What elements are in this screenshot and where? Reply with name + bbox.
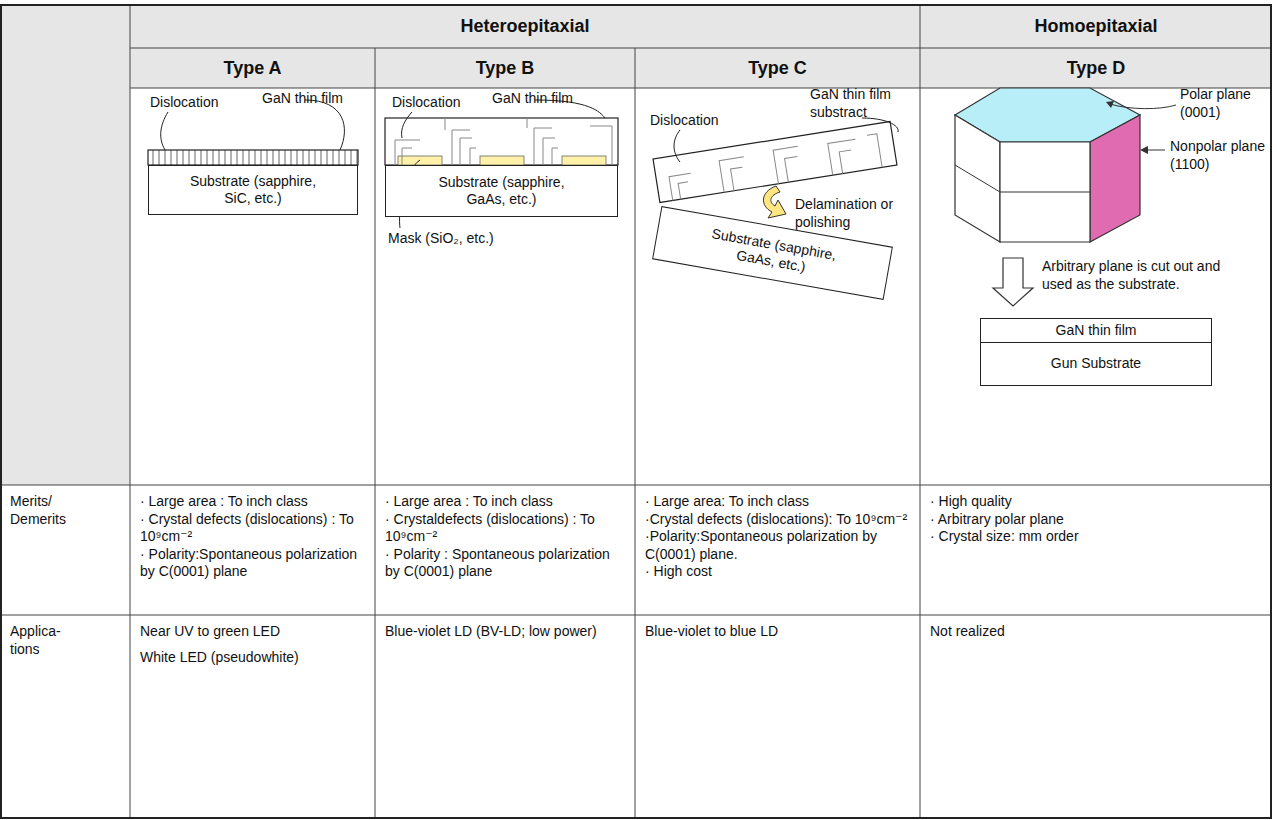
box-label: Substrate (sapphire, GaAs, etc.) bbox=[691, 222, 855, 284]
column-header: Heteroepitaxial bbox=[460, 15, 589, 38]
table-cell: Applica- tions bbox=[0, 615, 130, 818]
table-cell-text: Blue-violet LD (BV-LD; low power) bbox=[385, 623, 627, 641]
table-cell-text: · Crystaldefects (dislocations) : To 10⁹… bbox=[385, 511, 627, 546]
callout-label: Delamination or polishing bbox=[795, 196, 905, 231]
callout-label: GaN thin film substract bbox=[810, 86, 915, 121]
column-header: Type D bbox=[1067, 57, 1126, 80]
table-cell-text: ·Crystal defects (dislocations): To 10⁹c… bbox=[645, 511, 912, 529]
substrate-box: Substrate (sapphire, SiC, etc.) bbox=[148, 165, 358, 215]
table-cell: Type D bbox=[920, 48, 1272, 88]
table-cell-text: · Large area : To inch class bbox=[140, 493, 367, 511]
table-cell: Merits/ Demerits bbox=[0, 485, 130, 615]
box-label: GaN thin film bbox=[1056, 322, 1137, 340]
table-cell-text: · Crystal defects (dislocations) : To 10… bbox=[140, 511, 367, 546]
table-cell-text: · High cost bbox=[645, 563, 912, 581]
box-label: Substrate (sapphire, SiC, etc.) bbox=[178, 173, 328, 208]
column-header: Type A bbox=[223, 57, 281, 80]
table-cell: Near UV to green LED White LED (pseudowhi… bbox=[130, 615, 375, 818]
substrate-box: GaN thin film bbox=[980, 318, 1212, 343]
table-cell-text: · Large area: To inch class bbox=[645, 493, 912, 511]
column-header: Homoepitaxial bbox=[1034, 15, 1157, 38]
table-cell-text: · Large area : To inch class bbox=[385, 493, 627, 511]
table-cell-text: Near UV to green LED bbox=[140, 623, 367, 641]
callout-label: Nonpolar plane (1100) bbox=[1170, 138, 1265, 173]
substrate-box: Substrate (sapphire, GaAs, etc.) bbox=[652, 206, 893, 300]
table-cell-text: · High quality bbox=[930, 493, 1264, 511]
table-cell-text: Blue-violet to blue LD bbox=[645, 623, 912, 641]
table-cell-text: · Arbitrary polar plane bbox=[930, 511, 1264, 529]
box-label: Gun Substrate bbox=[1051, 355, 1141, 373]
table-cell: · Large area : To inch class· Crystaldef… bbox=[375, 485, 635, 615]
substrate-box: Gun Substrate bbox=[980, 342, 1212, 386]
callout-label: Arbitrary plane is cut out and used as t… bbox=[1042, 258, 1252, 293]
callout-label: Dislocation bbox=[150, 94, 260, 112]
table-cell-text: ·Polarity:Spontaneous polarization by C(… bbox=[645, 528, 912, 563]
table-cell-text: · Polarity:Spontaneous polarization by C… bbox=[140, 546, 367, 581]
callout-label: GaN thin film bbox=[262, 90, 362, 108]
table-cell: Type B bbox=[375, 48, 635, 88]
row-header: Merits/ Demerits bbox=[10, 493, 90, 528]
table-cell: Blue-violet to blue LD bbox=[635, 615, 920, 818]
table-cell-text: Not realized bbox=[930, 623, 1264, 641]
table-cell: Not realized bbox=[920, 615, 1272, 818]
table-cell: · High quality· Arbitrary polar plane· C… bbox=[920, 485, 1272, 615]
table-cell: Heteroepitaxial bbox=[130, 5, 920, 48]
column-header: Type C bbox=[748, 57, 807, 80]
row-header: Applica- tions bbox=[10, 623, 80, 658]
callout-label: Dislocation bbox=[650, 112, 760, 130]
callout-label: Polar plane (0001) bbox=[1180, 86, 1265, 121]
table-cell: Type A bbox=[130, 48, 375, 88]
substrate-box: Substrate (sapphire, GaAs, etc.) bbox=[385, 165, 618, 217]
table-cell: · Large area : To inch class· Crystal de… bbox=[130, 485, 375, 615]
callout-label: Dislocation bbox=[392, 94, 502, 112]
box-label: Substrate (sapphire, GaAs, etc.) bbox=[422, 174, 582, 209]
column-header: Type B bbox=[476, 57, 535, 80]
table-cell-text: · Polarity : Spontaneous polarization by… bbox=[385, 546, 627, 581]
table-cell-text: · Crystal size: mm order bbox=[930, 528, 1264, 546]
table-cell: Blue-violet LD (BV-LD; low power) bbox=[375, 615, 635, 818]
callout-label: Mask (SiO₂, etc.) bbox=[388, 230, 548, 248]
callout-label: GaN thin film bbox=[492, 90, 602, 108]
table-cell: · Large area: To inch class·Crystal defe… bbox=[635, 485, 920, 615]
table-cell: Homoepitaxial bbox=[920, 5, 1272, 48]
table-cell-text: White LED (pseudowhite) bbox=[140, 649, 367, 667]
table-cell: Type C bbox=[635, 48, 920, 88]
